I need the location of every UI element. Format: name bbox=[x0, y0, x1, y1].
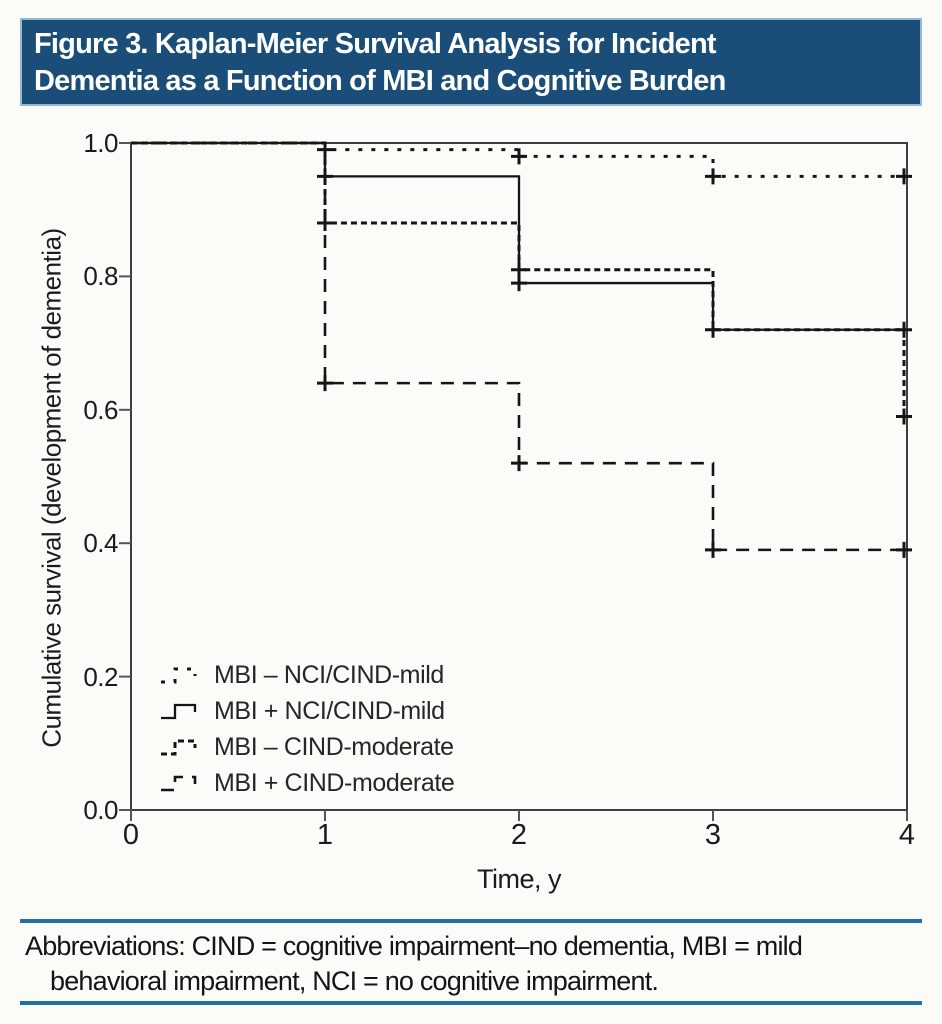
legend-item: MBI + CIND-moderate bbox=[158, 765, 455, 801]
censor-mark bbox=[317, 141, 333, 158]
censor-mark bbox=[511, 455, 527, 472]
y-tick-label: 0.8 bbox=[83, 261, 118, 292]
censor-mark bbox=[896, 321, 912, 338]
legend-label: MBI + CIND-moderate bbox=[214, 768, 455, 797]
legend-label: MBI – NCI/CIND-mild bbox=[214, 660, 444, 689]
legend-item: MBI – NCI/CIND-mild bbox=[158, 657, 454, 693]
censor-mark bbox=[705, 541, 721, 558]
x-tick-label: 2 bbox=[510, 819, 528, 851]
legend-label: MBI + NCI/CIND-mild bbox=[214, 696, 445, 725]
figure-title-bar: Figure 3. Kaplan-Meier Survival Analysis… bbox=[20, 18, 922, 106]
km-curve-long-dash bbox=[131, 141, 907, 552]
legend-swatch-solid bbox=[161, 703, 197, 720]
divider-top bbox=[20, 919, 922, 923]
censor-mark bbox=[511, 148, 527, 165]
legend-label: MBI – CIND-moderate bbox=[214, 732, 454, 761]
footnote-line1: Abbreviations: CIND = cognitive impairme… bbox=[25, 931, 803, 961]
censor-mark bbox=[705, 321, 721, 338]
legend-item: MBI + NCI/CIND-mild bbox=[158, 693, 454, 729]
censor-mark bbox=[511, 261, 527, 278]
censor-mark bbox=[896, 168, 912, 185]
x-axis-title: Time, y bbox=[477, 864, 562, 894]
footnote-line2: behavioral impairment, NCI = no cognitiv… bbox=[50, 966, 659, 996]
figure-title-line1: Figure 3. Kaplan-Meier Survival Analysis… bbox=[34, 28, 717, 60]
censor-mark bbox=[511, 275, 527, 292]
censor-mark bbox=[317, 375, 333, 392]
censor-mark bbox=[317, 168, 333, 185]
y-tick-label: 1.0 bbox=[83, 128, 118, 158]
legend-item: MBI – CIND-moderate bbox=[158, 729, 454, 765]
legend-swatch-dense-dash bbox=[161, 739, 197, 756]
y-tick-label: 0.6 bbox=[83, 394, 118, 425]
legend-swatch-fine-dotted bbox=[161, 667, 197, 684]
censor-mark bbox=[896, 408, 912, 425]
x-tick-label: 0 bbox=[122, 819, 140, 851]
censor-mark bbox=[896, 541, 912, 558]
censor-mark bbox=[317, 215, 333, 232]
x-tick-label: 3 bbox=[704, 819, 722, 851]
y-tick-label: 0.0 bbox=[83, 795, 118, 825]
legend-swatch-long-dash bbox=[161, 775, 197, 792]
y-tick-label: 0.2 bbox=[83, 661, 118, 692]
figure-title-line2: Dementia as a Function of MBI and Cognit… bbox=[34, 65, 726, 97]
censor-mark bbox=[705, 168, 721, 185]
x-tick-label: 1 bbox=[316, 819, 334, 851]
divider-bottom bbox=[20, 1001, 922, 1005]
x-tick-label: 4 bbox=[898, 819, 916, 851]
abbreviations-note: Abbreviations: CIND = cognitive impairme… bbox=[25, 929, 925, 999]
y-tick-label: 0.4 bbox=[83, 528, 118, 559]
